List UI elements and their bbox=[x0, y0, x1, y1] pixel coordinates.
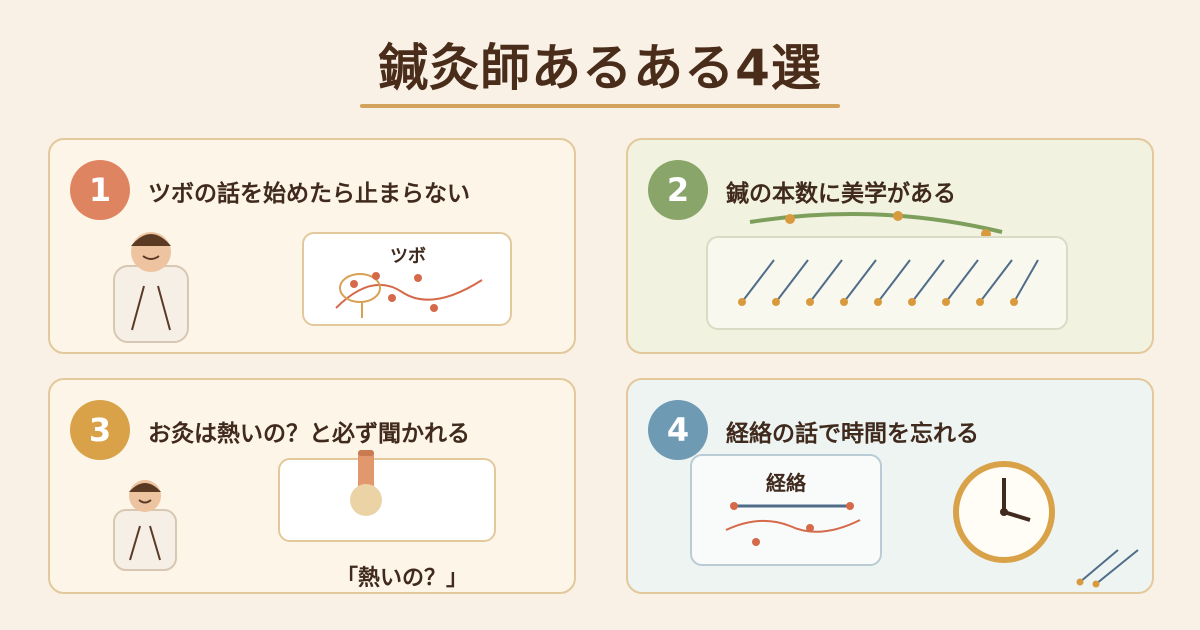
page-title: 鍼灸師あるある4選 bbox=[378, 39, 822, 97]
badge-number-1: 1 bbox=[70, 160, 130, 220]
card-4: 4 経絡の話で時間を忘れる 経絡 bbox=[626, 378, 1154, 594]
meridian-diagram: 経絡 bbox=[725, 471, 861, 546]
card-1: 1 ツボの話を始めたら止まらない ツボ bbox=[48, 138, 576, 354]
meridian-label: 経絡 bbox=[766, 471, 807, 495]
patient-illustration bbox=[113, 480, 177, 571]
tsubo-label: ツボ bbox=[390, 246, 426, 267]
acupuncturist-illustration bbox=[113, 232, 189, 343]
badge-number-2: 2 bbox=[648, 160, 708, 220]
hot-question-quote: 「熱いの？」 bbox=[336, 566, 469, 591]
tsubo-diagram-panel bbox=[302, 232, 512, 326]
needles-icon bbox=[1076, 549, 1139, 588]
card-3-title: お灸は熱いの？と必ず聞かれる bbox=[148, 421, 470, 447]
title-underline bbox=[360, 104, 840, 108]
card-2-title: 鍼の本数に美学がある bbox=[726, 181, 956, 207]
needle-row-panel bbox=[706, 236, 1068, 330]
badge-number-3: 3 bbox=[70, 400, 130, 460]
moxa-icon bbox=[350, 450, 382, 516]
needle-row bbox=[738, 259, 1039, 306]
tsubo-diagram: ツボ bbox=[335, 246, 483, 318]
badge-number-4: 4 bbox=[648, 400, 708, 460]
moxa-panel bbox=[278, 458, 496, 542]
clock-icon bbox=[953, 461, 1055, 563]
card-2: 2 鍼の本数に美学がある bbox=[626, 138, 1154, 354]
card-4-title: 経絡の話で時間を忘れる bbox=[726, 421, 979, 447]
card-3: 3 お灸は熱いの？と必ず聞かれる 「熱いの？」 bbox=[48, 378, 576, 594]
card-1-title: ツボの話を始めたら止まらない bbox=[148, 181, 470, 207]
needle-arc bbox=[749, 211, 1003, 239]
